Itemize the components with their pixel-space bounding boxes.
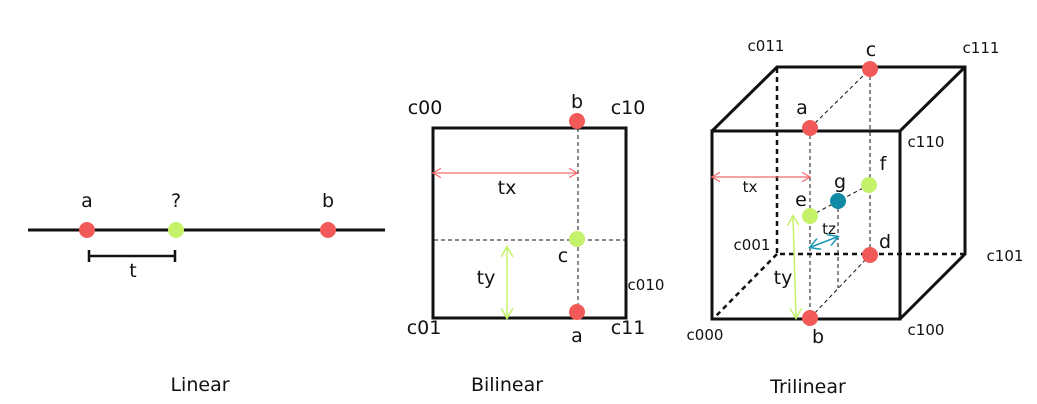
bilinear-square xyxy=(431,126,628,320)
ty-arrow xyxy=(793,217,796,317)
label-g: g xyxy=(834,171,846,193)
label-c001: c001 xyxy=(734,236,771,254)
label-c101: c101 xyxy=(987,247,1024,265)
label-a: a xyxy=(81,190,93,212)
label-c10: c10 xyxy=(611,97,646,119)
point-d xyxy=(862,247,878,263)
point-c xyxy=(862,61,878,77)
label-t: t xyxy=(129,260,136,282)
linear-diagram: a ? b t Linear xyxy=(28,190,385,396)
point-e xyxy=(802,208,818,224)
point-g xyxy=(830,193,846,209)
label-d: d xyxy=(879,231,891,253)
point-a xyxy=(79,222,95,238)
label-c111: c111 xyxy=(963,39,1000,57)
tz-arrow xyxy=(811,237,837,247)
bilinear-diagram: c00 b c10 tx c ty c010 c01 a c11 Bilinea… xyxy=(407,91,665,396)
label-a: a xyxy=(571,325,583,347)
caption-bilinear: Bilinear xyxy=(471,374,543,396)
cube-hidden-edges xyxy=(713,68,965,319)
label-c000: c000 xyxy=(687,326,724,344)
point-a xyxy=(569,304,585,320)
cube-front-face xyxy=(710,129,902,321)
point-a xyxy=(802,120,818,136)
label-unknown: ? xyxy=(171,190,181,212)
point-b xyxy=(320,222,336,238)
caption-trilinear: Trilinear xyxy=(769,376,846,398)
point-f xyxy=(861,177,877,193)
label-ty: ty xyxy=(774,267,793,289)
label-c: c xyxy=(866,39,876,61)
label-c: c xyxy=(558,245,568,267)
label-b: b xyxy=(322,190,334,212)
label-f: f xyxy=(880,153,888,175)
trilinear-diagram: c011 c c111 a c110 f g tx e tz d c001 c1… xyxy=(687,37,1024,398)
cube-edges xyxy=(710,65,967,321)
label-c010: c010 xyxy=(628,276,665,294)
caption-linear: Linear xyxy=(170,374,229,396)
label-c01: c01 xyxy=(407,317,442,339)
label-ty: ty xyxy=(477,267,496,289)
label-a: a xyxy=(796,97,808,119)
point-c xyxy=(569,231,585,247)
point-b xyxy=(569,113,585,129)
label-c00: c00 xyxy=(408,97,443,119)
label-c100: c100 xyxy=(908,321,945,339)
label-tx: tx xyxy=(498,177,517,199)
label-b: b xyxy=(812,326,824,348)
point-unknown xyxy=(168,222,184,238)
label-c110: c110 xyxy=(908,133,945,151)
label-c11: c11 xyxy=(611,317,646,339)
label-tz: tz xyxy=(822,220,836,238)
point-b xyxy=(802,310,818,326)
label-b: b xyxy=(571,91,583,113)
label-e: e xyxy=(795,189,807,211)
label-tx: tx xyxy=(743,178,758,196)
label-c011: c011 xyxy=(748,37,785,55)
t-bracket xyxy=(87,250,177,262)
